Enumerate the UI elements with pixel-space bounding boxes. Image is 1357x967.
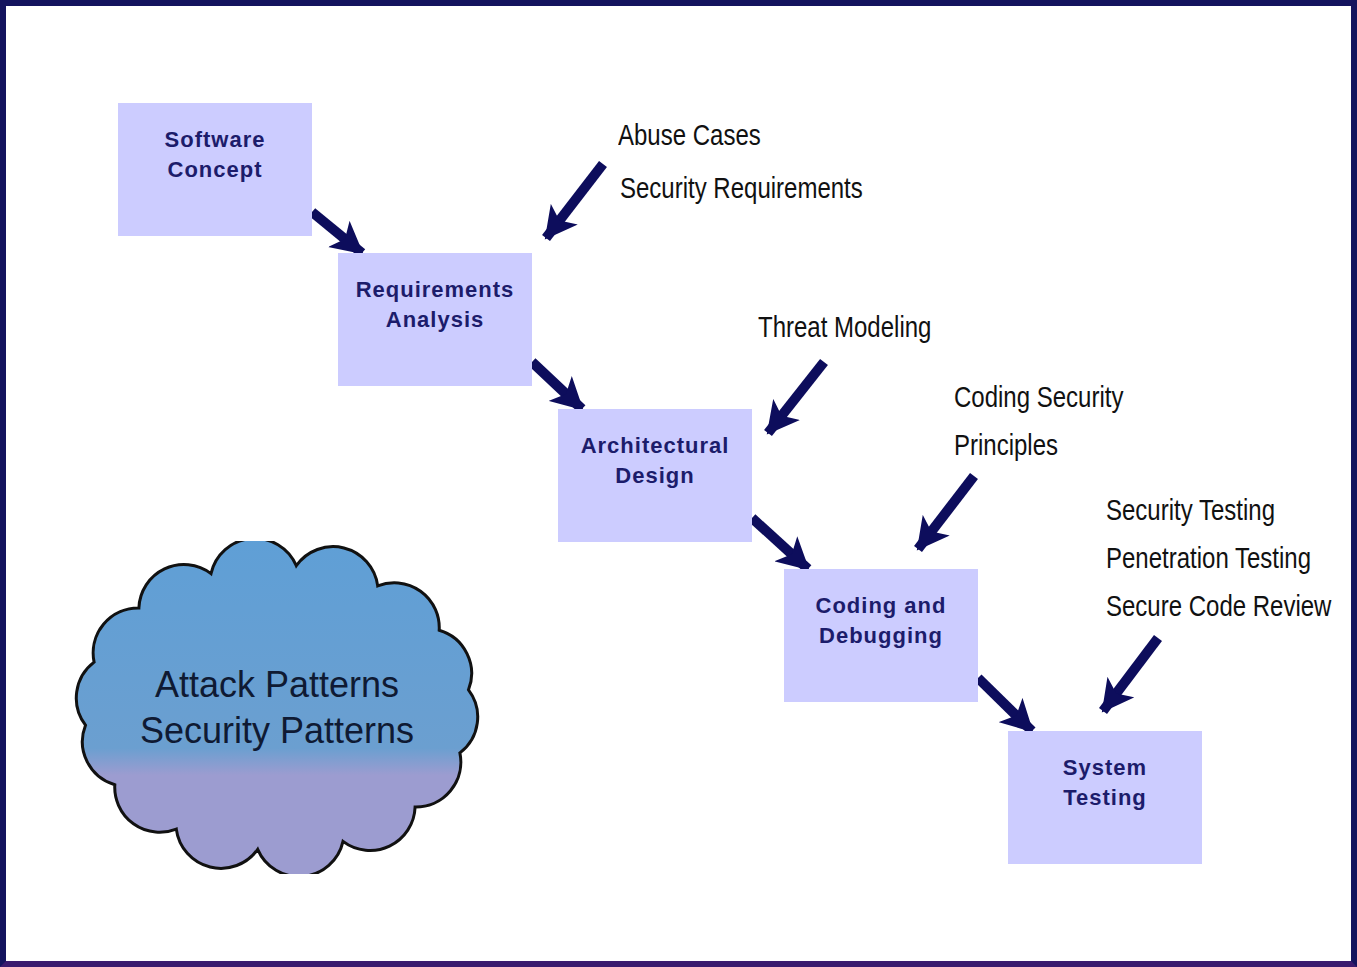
annotation-label: Security Testing bbox=[1106, 486, 1357, 534]
box-label: Software Concept bbox=[130, 125, 300, 185]
cloud-text: Attack Patterns bbox=[155, 662, 399, 708]
flow-arrow bbox=[532, 362, 582, 409]
annotation-label: Penetration Testing bbox=[1106, 534, 1357, 582]
annotation-label: Secure Code Review bbox=[1106, 582, 1357, 630]
process-box: System Testing bbox=[1008, 731, 1202, 864]
flow-arrow bbox=[752, 518, 808, 569]
cloud-path bbox=[76, 541, 477, 874]
cloud-text: Security Patterns bbox=[140, 708, 414, 754]
box-label: System Testing bbox=[1020, 753, 1190, 813]
diagram-stage: Software ConceptRequirements AnalysisArc… bbox=[6, 6, 1357, 967]
annotation-label: Threat Modeling bbox=[758, 303, 998, 351]
leader-arrow bbox=[546, 164, 603, 238]
box-label: Requirements Analysis bbox=[350, 275, 520, 335]
leader-arrow bbox=[1103, 638, 1158, 711]
flow-arrow bbox=[978, 678, 1032, 731]
process-box: Requirements Analysis bbox=[338, 253, 532, 386]
flow-arrow bbox=[312, 212, 362, 253]
box-label: Architectural Design bbox=[570, 431, 740, 491]
annotation-label: Security Requirements bbox=[620, 164, 940, 212]
process-box: Software Concept bbox=[118, 103, 312, 236]
leader-arrow bbox=[918, 476, 974, 549]
annotation-label: Abuse Cases bbox=[618, 111, 938, 159]
process-box: Architectural Design bbox=[558, 409, 752, 542]
annotation-label: Coding Security Principles bbox=[954, 373, 1154, 469]
box-label: Coding and Debugging bbox=[796, 591, 966, 651]
cloud-shape: Attack PatternsSecurity Patterns bbox=[58, 541, 496, 874]
cloud-outline bbox=[58, 541, 496, 874]
process-box: Coding and Debugging bbox=[784, 569, 978, 702]
leader-arrow bbox=[768, 362, 824, 433]
